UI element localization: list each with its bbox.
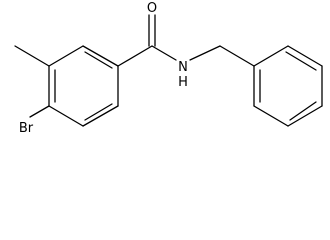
methyl-bond (14, 45, 50, 67)
ring-bond (253, 105, 289, 127)
bromine-bond (29, 105, 50, 118)
ring-double-bond (84, 103, 113, 121)
ring-bond (48, 105, 84, 127)
ring-bond (287, 105, 323, 127)
hydrogen-label: H (178, 75, 188, 90)
ring-bond (82, 45, 119, 67)
molecule-structure: Br O N H (14, 1, 323, 136)
ring-bond (287, 45, 323, 67)
ring-carbonyl-bond (117, 45, 153, 67)
methylene-ring-bond (219, 45, 255, 67)
carbonyl-nitrogen-bond (151, 45, 177, 61)
oxygen-label: O (147, 1, 157, 16)
phenyl-ring (253, 45, 323, 127)
ring-double-bond (285, 51, 317, 71)
nitrogen-label: N (178, 60, 188, 75)
ring-bond (82, 105, 119, 127)
nitrogen-methylene-bond (189, 45, 221, 61)
ring-double-bond (289, 101, 317, 121)
ring-double-bond (84, 51, 113, 69)
bromomethylphenyl-ring (48, 45, 119, 127)
ring-bond (48, 45, 84, 67)
bromine-label: Br (19, 121, 34, 136)
ring-bond (253, 45, 289, 67)
